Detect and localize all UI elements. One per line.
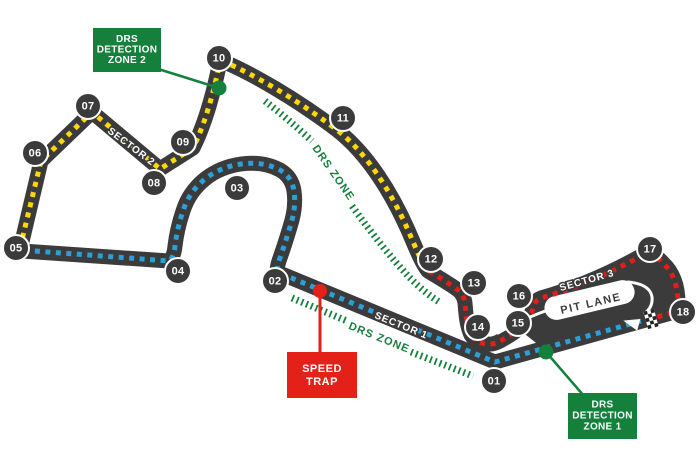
drs-detection1-connector <box>545 351 585 397</box>
turn-number: 09 <box>177 137 190 149</box>
turn-number: 04 <box>172 266 185 278</box>
turn-number: 15 <box>512 318 525 330</box>
drs-detection-point-1 <box>538 344 554 360</box>
turn-number: 18 <box>677 307 690 319</box>
turn-number: 02 <box>269 276 282 288</box>
turn-marker-14: 14 <box>464 313 492 341</box>
speed-trap-line1: SPEED <box>302 363 342 375</box>
speed-trap-marker-group <box>313 284 327 354</box>
turn-circle <box>74 92 102 120</box>
turn-circle <box>329 104 357 132</box>
drs-detection-zone2-box: DRS DETECTION ZONE 2 <box>93 28 161 72</box>
turn-circle <box>261 267 289 295</box>
turn-marker-17: 17 <box>636 235 664 263</box>
turn-markers: 01 02 03 04 05 06 07 08 09 10 11 12 13 14 15 16 17 18 <box>2 44 697 395</box>
turn-number: 11 <box>337 113 349 125</box>
turn-marker-07: 07 <box>74 92 102 120</box>
turn-circle <box>21 139 49 167</box>
turn-circle <box>169 128 197 156</box>
turn-number: 03 <box>231 183 244 195</box>
drs2-line2: DETECTION <box>97 45 157 56</box>
turn-circle <box>464 313 492 341</box>
turn-circle <box>2 234 30 262</box>
drs-detection-markers <box>154 66 585 397</box>
turn-marker-18: 18 <box>669 298 697 326</box>
turn-circle <box>504 309 532 337</box>
turn-marker-08: 08 <box>140 169 168 197</box>
turn-circle <box>460 269 488 297</box>
sector3-dashes <box>427 249 681 347</box>
drs-detection2-connector <box>154 66 220 90</box>
sector2-label: SECTOR 2 <box>105 126 157 169</box>
turn-marker-09: 09 <box>169 128 197 156</box>
turn-circle <box>505 282 533 310</box>
turn-marker-03: 03 <box>223 174 251 202</box>
turn-marker-01: 01 <box>480 367 508 395</box>
drs-detection-point-2 <box>211 80 227 96</box>
turn-circle <box>164 257 192 285</box>
drs-detection-zone1-box: DRS DETECTION ZONE 1 <box>568 393 637 439</box>
turn-number: 16 <box>513 291 526 303</box>
turn-marker-06: 06 <box>21 139 49 167</box>
sector1-dashes <box>20 160 642 365</box>
turn-marker-04: 04 <box>164 257 192 285</box>
speed-trap-marker <box>313 284 327 298</box>
turn-circle <box>417 245 445 273</box>
turn-circle <box>140 169 168 197</box>
direction-arrow-icon <box>623 319 641 331</box>
turn-number: 13 <box>468 278 481 290</box>
turn-marker-10: 10 <box>205 44 233 72</box>
turn-marker-15: 15 <box>504 309 532 337</box>
turn-number: 14 <box>472 322 485 334</box>
turn-circle <box>223 174 251 202</box>
turn-marker-05: 05 <box>2 234 30 262</box>
turn-marker-12: 12 <box>417 245 445 273</box>
turn-marker-02: 02 <box>261 267 289 295</box>
speed-trap-label-box: SPEED TRAP <box>287 352 357 398</box>
drs1-line2: DETECTION <box>572 411 632 422</box>
drs-zone2-hatch <box>262 98 443 307</box>
drs1-line3: ZONE 1 <box>584 422 622 433</box>
turn-circle <box>636 235 664 263</box>
turn-number: 05 <box>10 243 23 255</box>
turn-marker-11: 11 <box>329 104 357 132</box>
drs-zone1-hatch <box>290 294 475 380</box>
drs-zone2-label: DRS ZONE <box>309 143 356 203</box>
turn-number: 07 <box>82 101 95 113</box>
turn-number: 10 <box>213 53 226 65</box>
drs2-line1: DRS <box>116 34 138 45</box>
checkered-flag-icon <box>643 308 659 330</box>
turn-circle <box>669 298 697 326</box>
turn-marker-13: 13 <box>460 269 488 297</box>
turn-circle <box>480 367 508 395</box>
turn-number: 12 <box>425 254 438 266</box>
turn-circle <box>205 44 233 72</box>
drs1-line1: DRS <box>591 400 613 411</box>
turn-marker-16: 16 <box>505 282 533 310</box>
drs2-line3: ZONE 2 <box>108 55 146 66</box>
turn-number: 06 <box>29 148 42 160</box>
turn-number: 01 <box>488 376 501 388</box>
turn-number: 08 <box>148 178 161 190</box>
pit-exit-line <box>626 280 654 315</box>
turn-number: 17 <box>644 244 657 256</box>
drs-zone-hatching <box>262 98 475 380</box>
speed-trap-line2: TRAP <box>306 376 338 388</box>
